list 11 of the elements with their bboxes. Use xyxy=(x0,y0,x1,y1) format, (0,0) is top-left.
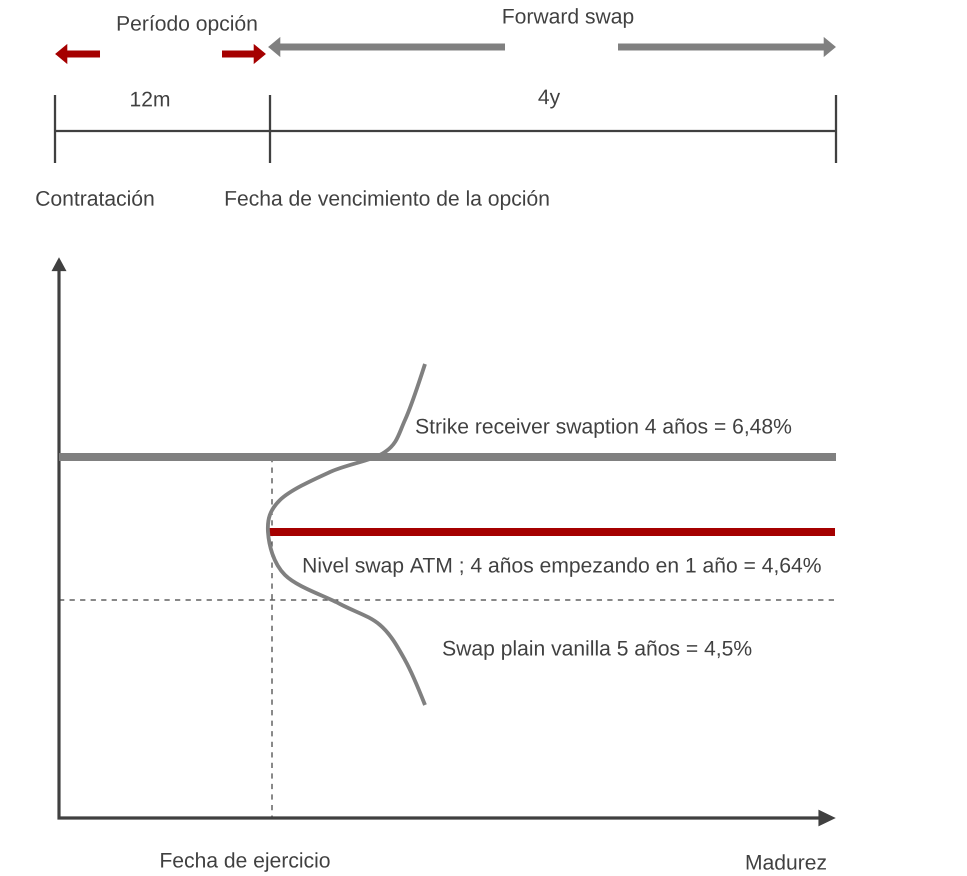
period-label: Período opción xyxy=(118,15,257,35)
date-label: Fecha de vencimiento de la opción xyxy=(226,190,549,210)
duration-label: 4y xyxy=(538,90,560,108)
axis-label: Madurez xyxy=(746,854,826,870)
axis-label: Fecha de ejercicio xyxy=(161,852,330,872)
duration-label: 12m xyxy=(131,92,170,106)
level-label: Nivel swap ATM ; 4 años empezando en 1 año = 4,64% xyxy=(304,557,821,577)
level-label: Strike receiver swaption 4 años = 6,48% xyxy=(416,418,792,438)
period-label: Forward swap xyxy=(504,8,634,28)
level-label: Swap plain vanilla 5 años = 4,5% xyxy=(443,640,752,660)
date-label: Contratación xyxy=(36,190,154,206)
